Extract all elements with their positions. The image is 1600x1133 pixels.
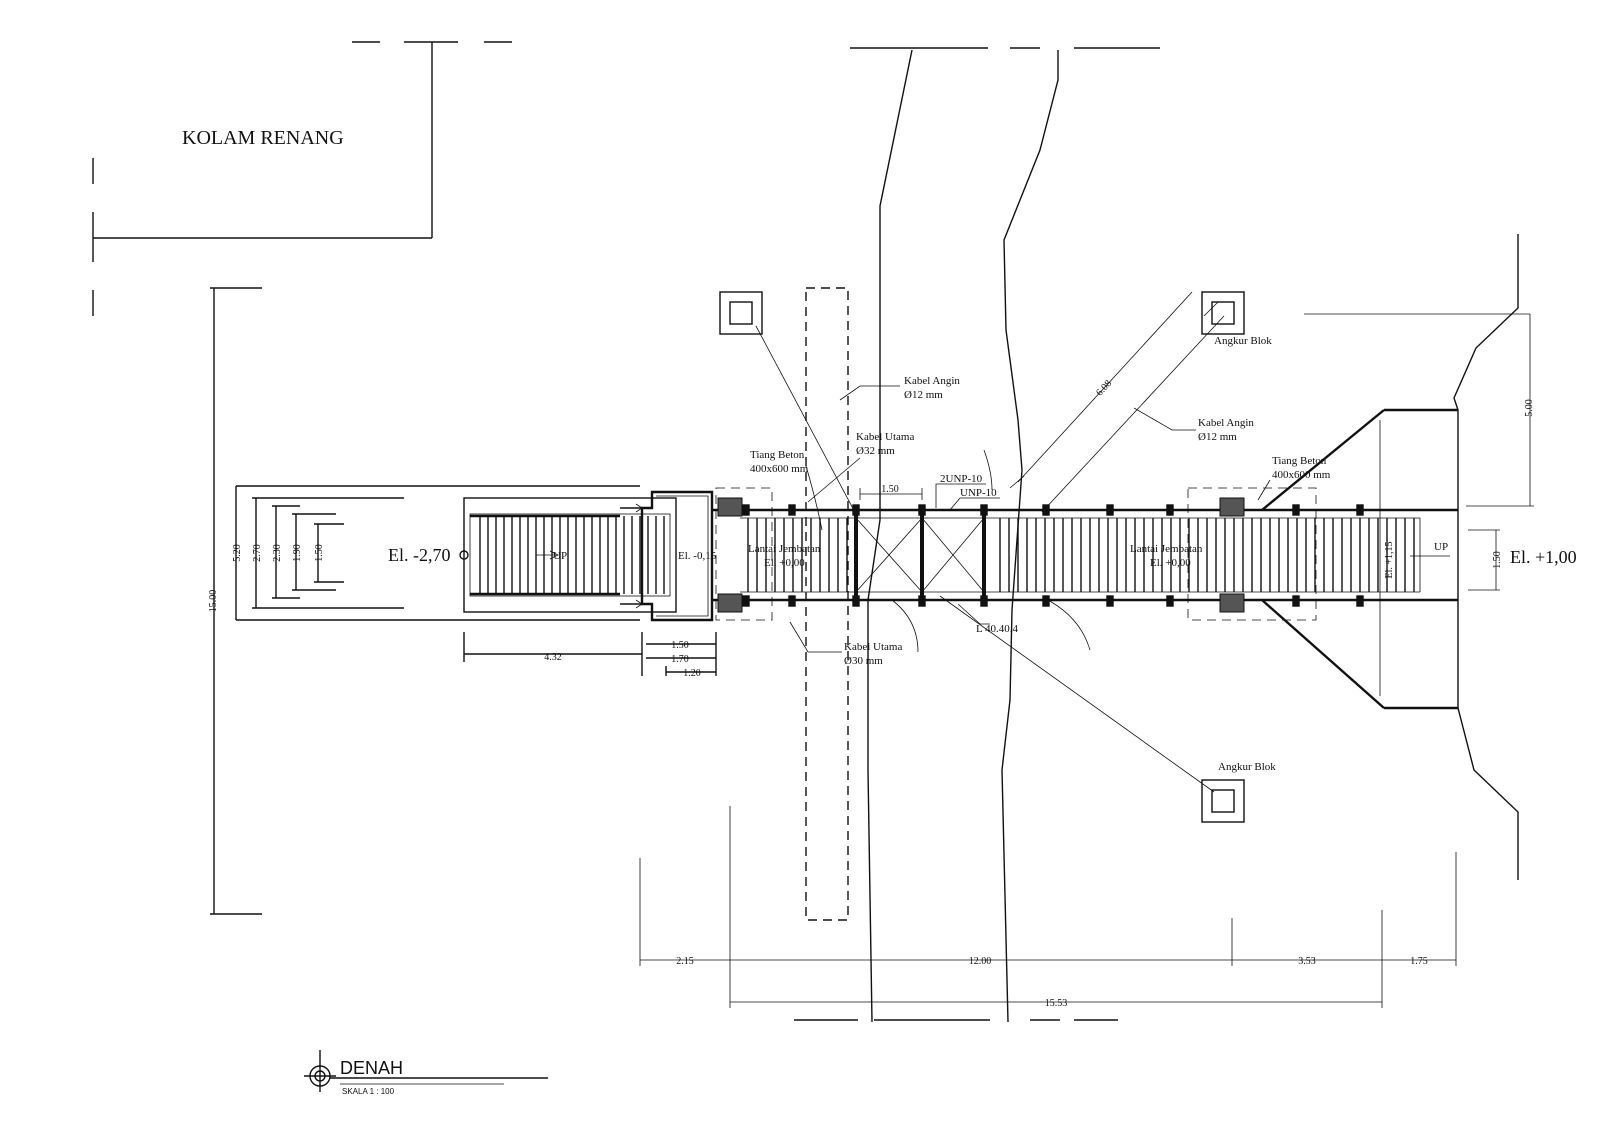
bottom-dimensions (639, 806, 1457, 1008)
deck-post (1356, 595, 1364, 607)
lantai-right-2: El. +0,00 (1150, 557, 1191, 569)
el-left-text: El. -2,70 (388, 545, 451, 565)
deck-post (1292, 595, 1300, 607)
dim-stair-w2: 2.70 (252, 544, 263, 562)
deck-post (742, 595, 750, 607)
el-right-small: El. +1,15 (1384, 541, 1395, 578)
dim-stair-length: 4.32 (544, 652, 562, 663)
deck-post (788, 504, 796, 516)
deck-post (918, 595, 926, 607)
dimension-left-15 (210, 287, 262, 915)
lantai-left-2: El. +0,00 (764, 557, 805, 569)
left-staircase (463, 497, 677, 613)
dim-right-5: 5.00 (1524, 399, 1535, 417)
angkur-top-text: Angkur Blok (1214, 335, 1272, 347)
dim-stair-w3: 2.30 (272, 544, 283, 562)
right-dimensions (1466, 314, 1534, 591)
lantai-right-1: Lantai Jembatan (1130, 543, 1203, 555)
river-banks (794, 47, 1160, 1023)
dim-stair-w1: 5.20 (232, 544, 243, 562)
right-approach (1261, 234, 1530, 880)
el-landing-text: El. -0,15 (678, 550, 717, 562)
dim-stair-w4: 1.90 (292, 544, 303, 562)
deck-post (1042, 595, 1050, 607)
tiang-right-1: Tiang Beton (1272, 455, 1327, 467)
kabel-angin-right-2: Ø12 mm (1198, 431, 1237, 443)
tiang-right-2: 400x600 mm (1272, 469, 1331, 481)
tiang-left-1: Tiang Beton (750, 449, 805, 461)
deck-post (980, 504, 988, 516)
stair-width-dimensions (235, 485, 640, 621)
leaders (789, 385, 1271, 653)
kabel-utama-bottom-1: Kabel Utama (844, 641, 902, 653)
deck-post (788, 595, 796, 607)
title-symbol (304, 1050, 548, 1092)
drawing-title: DENAH (340, 1058, 403, 1078)
dim-landing-1: 1.50 (671, 640, 689, 651)
kabel-utama-top-1: Kabel Utama (856, 431, 914, 443)
dim-150-top (859, 488, 923, 500)
deck-post (1106, 595, 1114, 607)
kabel-utama-top-2: Ø32 mm (856, 445, 895, 457)
anchor-block-bottom-right (1201, 779, 1245, 823)
unp1-label: UNP-10 (960, 487, 997, 499)
dim-bottom-1: 2.15 (676, 956, 694, 967)
lantai-left-1: Lantai Jembatan (748, 543, 821, 555)
dim-right-150: 1.50 (1492, 551, 1503, 569)
deck-post (918, 504, 926, 516)
kabel-angin-top-2: Ø12 mm (904, 389, 943, 401)
unp2-label: 2UNP-10 (940, 473, 983, 485)
anchor-block-top-right (1201, 291, 1245, 335)
dashed-pier (805, 287, 849, 921)
kabel-angin-right-1: Kabel Angin (1198, 417, 1254, 429)
deck-post (1356, 504, 1364, 516)
drawing-scale: SKALA 1 : 100 (342, 1087, 395, 1096)
landing (620, 490, 714, 622)
dim-bottom-2: 12.00 (969, 956, 992, 967)
bridge-deck (712, 504, 1458, 607)
pool-label: KOLAM RENANG (182, 127, 344, 149)
deck-post (742, 504, 750, 516)
deck-post (1292, 504, 1300, 516)
angle-label: L 40.40.4 (976, 623, 1019, 635)
cables (755, 291, 1225, 793)
pool-outline (92, 41, 512, 316)
angkur-bottom-text: Angkur Blok (1218, 761, 1276, 773)
up-left: UP (553, 550, 567, 562)
anchor-block-top-left (719, 291, 763, 335)
el-right-text: El. +1,00 (1510, 547, 1577, 567)
deck-post (1042, 504, 1050, 516)
dim-bottom-3: 3.53 (1298, 956, 1316, 967)
dim-150-top-text: 1.50 (881, 484, 899, 495)
dim-stair-w5: 1.50 (314, 544, 325, 562)
dim-landing-2: 1.70 (671, 654, 689, 665)
kabel-utama-bottom-2: Ø30 mm (844, 655, 883, 667)
stair-length-dimensions (463, 632, 717, 676)
deck-post (980, 595, 988, 607)
tiang-left-2: 400x600 mm (750, 463, 809, 475)
deck-post (1166, 504, 1174, 516)
concrete-columns (715, 487, 1317, 621)
dim-landing-3: 1.20 (683, 668, 701, 679)
dim-bottom-total: 15.53 (1045, 998, 1068, 1009)
dim-left-15-text: 15.00 (208, 590, 219, 613)
deck-post (852, 595, 860, 607)
up-right: UP (1434, 541, 1448, 553)
deck-post (1166, 595, 1174, 607)
dim-bottom-4: 1.75 (1410, 956, 1428, 967)
deck-post (1106, 504, 1114, 516)
kabel-angin-top-1: Kabel Angin (904, 375, 960, 387)
